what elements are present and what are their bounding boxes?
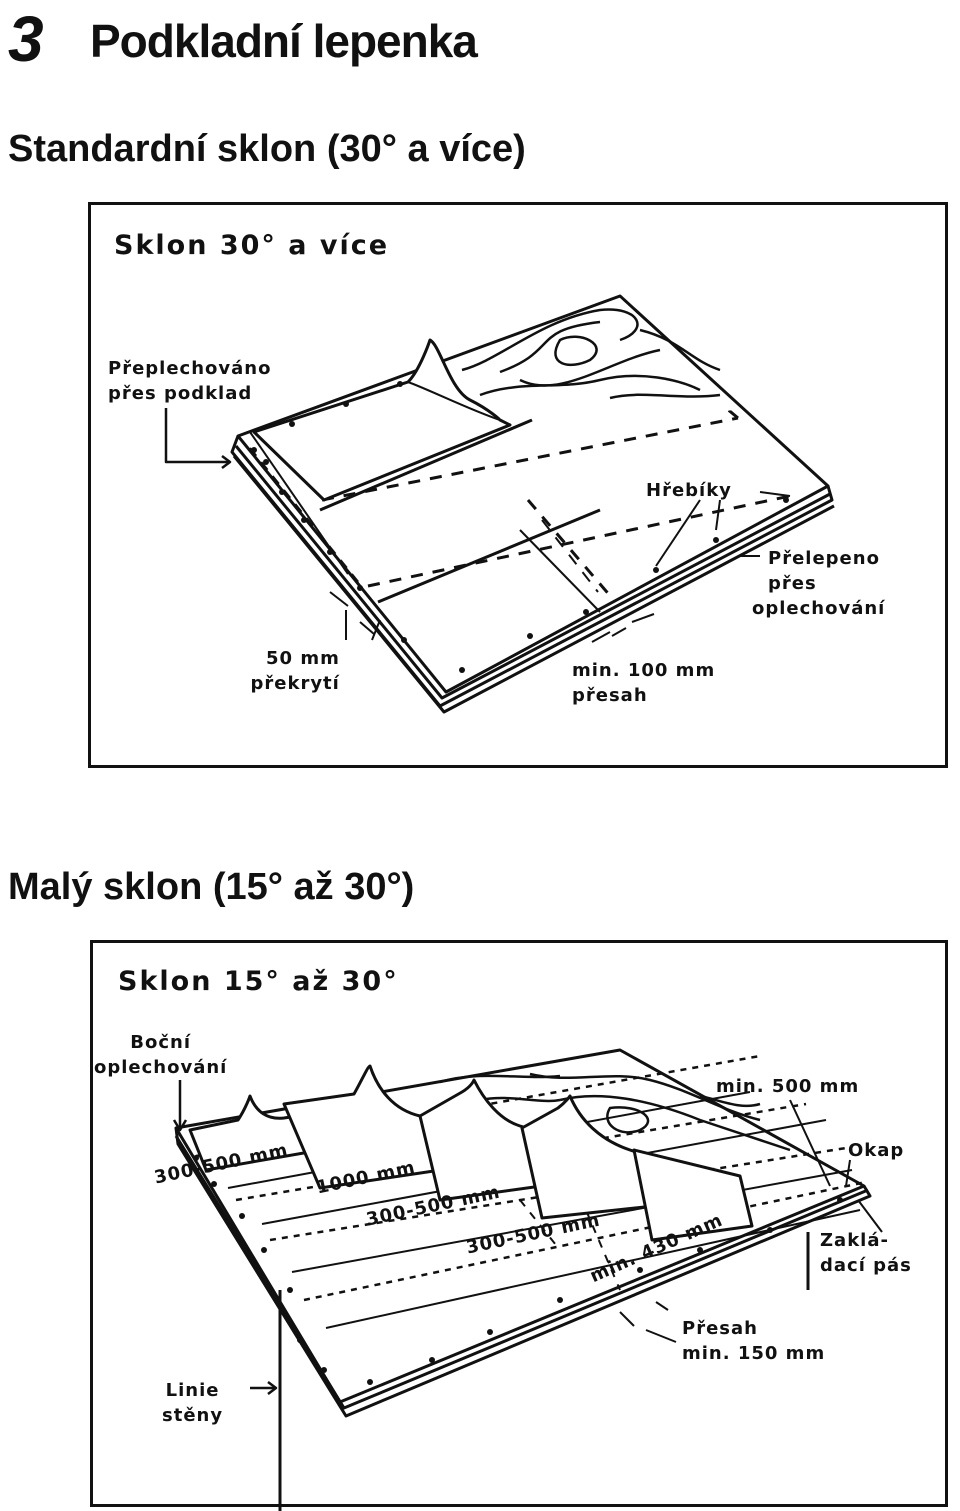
label-presah-150mm: Přesah min. 150 mm	[682, 1318, 826, 1364]
label-okap: Okap	[848, 1140, 905, 1161]
label-zakladaci-pas: Zaklá- dací pás	[820, 1230, 912, 1276]
label-preplechovano: Přeplechováno přes podklad	[108, 358, 272, 404]
label-min-500mm: min. 500 mm	[716, 1076, 860, 1097]
diagram-panel-standard-slope	[88, 202, 948, 768]
membrane-flaps-2	[188, 1064, 754, 1242]
diagram-panel-low-slope	[90, 940, 948, 1507]
panel-title-standard: Sklon 30° a více	[114, 230, 390, 261]
nail-dots-1	[251, 381, 789, 673]
section-number: 3	[8, 3, 44, 75]
label-hrebiky: Hřebíky	[646, 480, 732, 501]
label-overlap-50mm: 50 mm překrytí	[250, 648, 340, 694]
page-title: Podkladní lepenka	[90, 15, 478, 67]
label-bocni-oplechovani: Boční oplechování	[94, 1032, 228, 1078]
wood-sheathing-2	[439, 1072, 791, 1152]
section1-heading: Standardní sklon (30° a více)	[8, 128, 526, 170]
wood-sheathing-1	[445, 298, 740, 420]
panel-title-low: Sklon 15° až 30°	[118, 966, 399, 997]
label-prelepeno: Přelepeno přes oplechování	[752, 548, 886, 619]
nail-dots-2	[193, 1155, 843, 1385]
label-presah-100mm: min. 100 mm přesah	[572, 660, 716, 706]
label-linie-steny: Linie stěny	[162, 1380, 224, 1426]
section2-heading: Malý sklon (15° až 30°)	[8, 866, 415, 908]
